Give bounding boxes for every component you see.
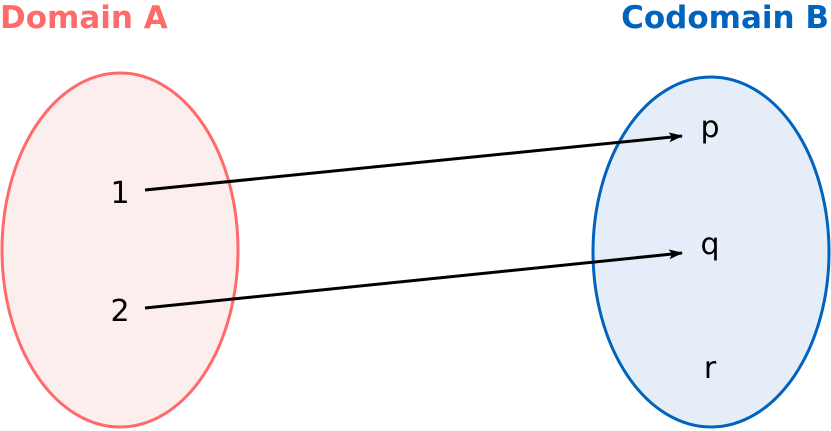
codomain-set: [591, 75, 831, 429]
mapping-arrow-1-to-p: [144, 132, 683, 192]
codomain-title: Codomain B: [621, 0, 829, 36]
domain-title: Domain A: [0, 0, 168, 36]
mapping-arrow-2-to-q: [144, 249, 683, 310]
codomain-element-r: r: [704, 351, 717, 386]
codomain-element-p: p: [700, 110, 719, 145]
domain-element-1: 1: [110, 176, 129, 211]
domain-element-2: 2: [110, 294, 129, 329]
domain-set: [0, 71, 240, 429]
codomain-element-q: q: [700, 227, 719, 262]
